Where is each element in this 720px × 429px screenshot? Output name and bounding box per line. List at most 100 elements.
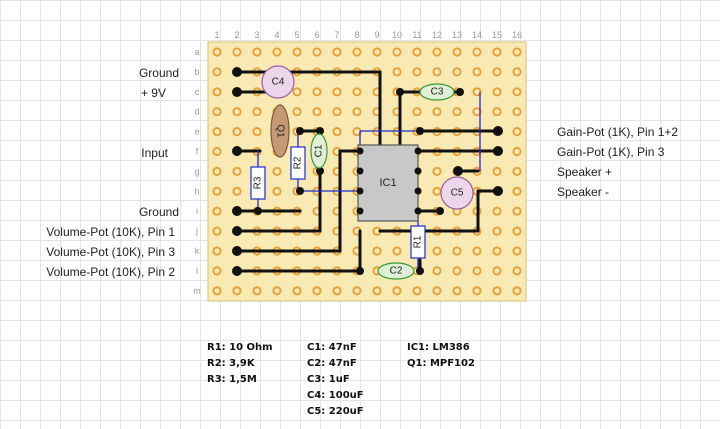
- board-pad: [372, 47, 382, 57]
- board-pad: [492, 206, 502, 216]
- board-pad: [352, 47, 362, 57]
- board-pad: [492, 67, 502, 77]
- c1-label: C1: [314, 144, 325, 157]
- right-label-speaker-minus: Speaker -: [557, 185, 609, 199]
- legend-resistors: R1: 10 Ohm R2: 3,9K R3: 1,5M: [207, 340, 273, 388]
- legend-semiconductors: IC1: LM386 Q1: MPF102: [407, 340, 475, 372]
- right-label-gain-pin3: Gain-Pot (1K), Pin 3: [557, 145, 665, 159]
- left-label-9v: + 9V: [141, 86, 166, 100]
- board-pad: [512, 47, 522, 57]
- right-label-speaker-plus: Speaker +: [557, 165, 612, 179]
- board-pad: [452, 266, 462, 276]
- column-number: 5: [294, 30, 299, 40]
- board-pad: [352, 286, 362, 296]
- board-pad: [492, 246, 502, 256]
- row-letter: f: [196, 147, 199, 157]
- q1-transistor: Q1: [270, 104, 290, 158]
- legend-capacitors: C1: 47nF C2: 47nF C3: 1uF C4: 100uF C5: …: [307, 340, 364, 420]
- legend-c3: C3: 1uF: [307, 374, 350, 385]
- board-pad: [492, 226, 502, 236]
- r3-label: R3: [253, 176, 264, 189]
- c5-capacitor: C5: [440, 176, 474, 210]
- board-pad: [472, 286, 482, 296]
- ic1-chip: IC1: [356, 144, 422, 222]
- board-pad: [272, 186, 282, 196]
- board-pad: [452, 107, 462, 117]
- legend-c4: C4: 100uF: [307, 390, 364, 401]
- row-letter: c: [195, 87, 200, 97]
- board-pad: [212, 246, 222, 256]
- row-letter: e: [194, 127, 199, 137]
- board-pad: [212, 47, 222, 57]
- board-pad: [312, 47, 322, 57]
- board-pad: [212, 166, 222, 176]
- row-letter: h: [194, 186, 199, 196]
- board-pad: [392, 286, 402, 296]
- board-pad: [312, 286, 322, 296]
- row-letter: m: [193, 286, 201, 296]
- ic1-label: IC1: [379, 177, 396, 189]
- board-pad: [312, 87, 322, 97]
- c4-capacitor: C4: [261, 65, 295, 99]
- left-labels: Ground + 9V Input Ground Volume-Pot (10K…: [46, 66, 179, 279]
- left-label-vol-pin3: Volume-Pot (10K), Pin 3: [46, 245, 175, 259]
- board-pad: [232, 286, 242, 296]
- board-pad: [472, 246, 482, 256]
- board-pad: [432, 266, 442, 276]
- board-pad: [372, 286, 382, 296]
- column-number: 1: [214, 30, 219, 40]
- legend-r3: R3: 1,5M: [207, 374, 257, 385]
- r2-resistor: R2: [290, 146, 306, 180]
- board-pad: [252, 127, 262, 137]
- column-number: 13: [452, 30, 462, 40]
- board-pad: [352, 107, 362, 117]
- row-letter: b: [194, 67, 199, 77]
- board-pad: [272, 286, 282, 296]
- c2-capacitor: C2: [377, 262, 415, 280]
- column-number: 2: [234, 30, 239, 40]
- board-pad: [212, 146, 222, 157]
- left-label-ground-bottom: Ground: [139, 205, 179, 219]
- board-pad: [212, 87, 222, 97]
- board-pad: [472, 47, 482, 57]
- board-pad: [232, 186, 242, 196]
- board-pad: [512, 67, 522, 77]
- c2-label: C2: [390, 266, 403, 277]
- board-pad: [292, 286, 302, 296]
- board-pad: [512, 166, 522, 176]
- column-number: 6: [314, 30, 319, 40]
- board-pad: [212, 266, 222, 276]
- board-pad: [212, 206, 222, 216]
- row-letter: j: [195, 226, 198, 236]
- board-pad: [412, 47, 422, 57]
- board-pad: [272, 166, 282, 176]
- board-pad: [452, 47, 462, 57]
- board-pad: [292, 107, 302, 117]
- row-letter: g: [194, 166, 199, 176]
- board-pad: [432, 286, 442, 296]
- q1-label: Q1: [275, 124, 286, 138]
- board-pad: [512, 87, 522, 97]
- board-pad: [492, 47, 502, 57]
- column-number: 8: [354, 30, 359, 40]
- board-pad: [252, 47, 262, 57]
- column-number: 16: [512, 30, 522, 40]
- board-pad: [252, 286, 262, 296]
- board-pad: [432, 47, 442, 57]
- r3-resistor: R3: [250, 166, 266, 200]
- c5-label: C5: [451, 188, 464, 199]
- board-pad: [432, 246, 442, 256]
- board-pad: [512, 186, 522, 196]
- r2-label: R2: [293, 156, 304, 169]
- board-pad: [212, 107, 222, 117]
- r1-resistor: R1: [410, 225, 426, 259]
- board-pad: [512, 107, 522, 117]
- board-pad: [312, 107, 322, 117]
- column-number: 9: [374, 30, 379, 40]
- c1-capacitor: C1: [310, 133, 328, 169]
- right-label-gain-pin12: Gain-Pot (1K), Pin 1+2: [557, 125, 678, 139]
- board-pad: [332, 87, 342, 97]
- row-letter: k: [195, 246, 200, 256]
